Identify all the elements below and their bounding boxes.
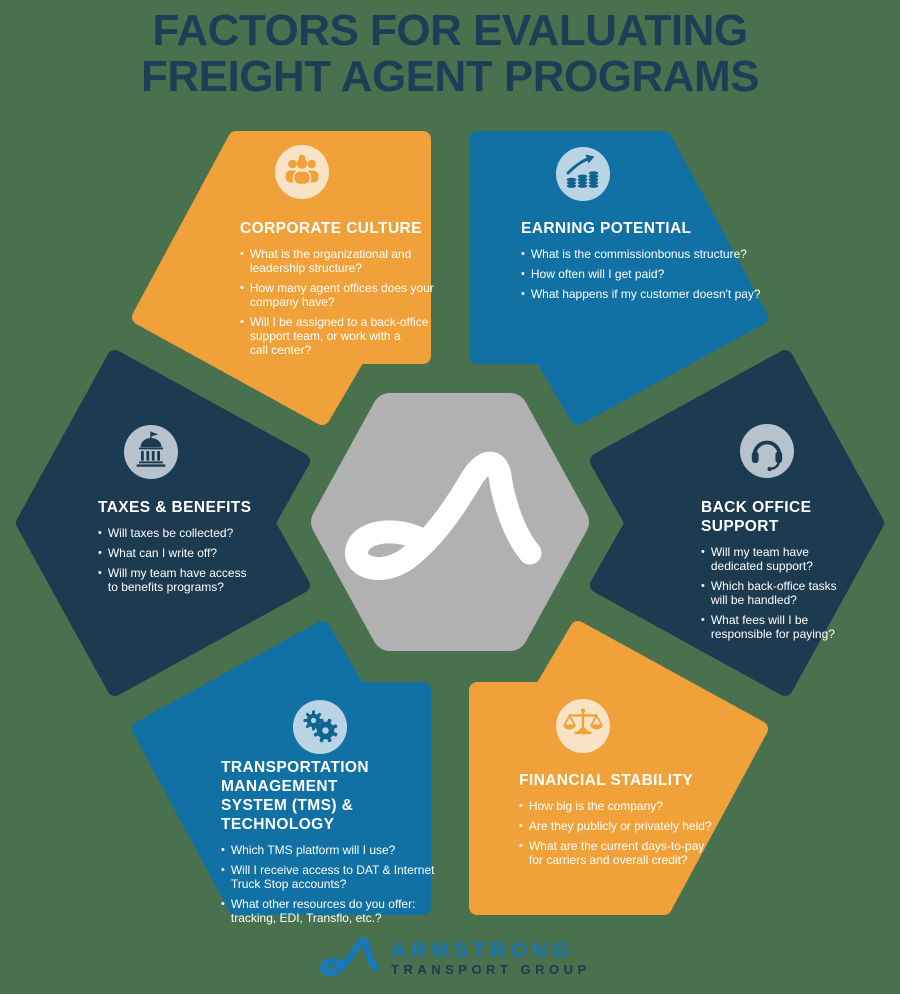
- section-title: TRANSPORTATION MANAGEMENT SYSTEM (TMS) &…: [221, 759, 369, 833]
- bullet-text: Which TMS platform will I use?: [230, 843, 396, 857]
- bullet-text: How many agent offices does your company…: [249, 281, 434, 309]
- bullet-item: • Which back-office tasks will be handled…: [701, 579, 891, 607]
- scales-icon: [556, 699, 610, 753]
- bullet-item: • Which TMS platform will I use?: [221, 843, 471, 857]
- bullet-dot: •: [521, 248, 525, 260]
- bullet-item: • What fees will I be responsible for pay…: [701, 613, 891, 641]
- sector-back-office-support: [590, 350, 884, 696]
- headset-icon: [740, 424, 794, 478]
- coins-growth-icon: [556, 147, 610, 201]
- sector-taxes-benefits: [16, 350, 310, 696]
- bullet-item: • What is the commissionbonus structure?: [521, 247, 791, 261]
- bullet-text: Will I receive access to DAT & Internet …: [230, 863, 435, 891]
- bullet-item: • Will taxes be collected?: [98, 526, 303, 540]
- bullet-dot: •: [221, 898, 225, 910]
- sector-tms-technology: [132, 621, 431, 915]
- bullet-dot: •: [98, 527, 102, 539]
- bullet-dot: •: [701, 580, 705, 592]
- bullet-dot: •: [98, 547, 102, 559]
- section-corporate-culture: CORPORATE CULTURE • What is the organizat…: [240, 219, 460, 363]
- page-title: FACTORS FOR EVALUATING FREIGHT AGENT PRO…: [0, 8, 900, 100]
- section-taxes-benefits: TAXES & BENEFITS • Will taxes be collecte…: [98, 498, 303, 600]
- bullet-dot: •: [98, 567, 102, 579]
- bullet-list: •What is the commissionbonus structure? …: [521, 247, 791, 301]
- bullet-dot: •: [519, 800, 523, 812]
- section-earning-potential: EARNING POTENTIAL • What is the commissio…: [521, 219, 791, 307]
- page-title-line1: FACTORS FOR EVALUATING: [152, 6, 748, 55]
- bullet-item: • What other resources do you offer: trac…: [221, 897, 471, 925]
- sector-financial-stability: [469, 621, 768, 915]
- section-financial-stability: FINANCIAL STABILITY • How big is the comp…: [519, 771, 759, 873]
- section-title: TAXES & BENEFITS: [98, 499, 252, 516]
- bullet-text: How often will I get paid?: [530, 267, 665, 281]
- gears-icon: [293, 700, 347, 754]
- bullet-list: • Which TMS platform will I use? • Will I …: [221, 843, 471, 925]
- bullet-dot: •: [519, 840, 523, 852]
- section-title: FINANCIAL STABILITY: [519, 772, 694, 789]
- footer-brand-name: ARMSTRONG: [391, 939, 574, 962]
- bullet-item: • What are the current days-to-pay for ca…: [519, 839, 759, 867]
- bullet-list: • What is the organizational and leadersh…: [240, 247, 460, 357]
- footer-armstrong-a-logo: [320, 937, 379, 976]
- bullet-text: What is the organizational and leadershi…: [249, 247, 412, 275]
- page-title-line2: FREIGHT AGENT PROGRAMS: [140, 52, 760, 101]
- bullet-item: • Will I receive access to DAT & Internet…: [221, 863, 471, 891]
- bank-building-icon: [124, 425, 178, 479]
- section-title: BACK OFFICE SUPPORT: [701, 499, 812, 535]
- bullet-text: How big is the company?: [528, 799, 663, 813]
- section-back-office-support: BACK OFFICE SUPPORT • Will my team have d…: [701, 498, 891, 647]
- bullet-dot: •: [521, 288, 525, 300]
- section-tms-technology: TRANSPORTATION MANAGEMENT SYSTEM (TMS) &…: [221, 758, 471, 931]
- bullet-list: • Will taxes be collected? • What can I wr…: [98, 526, 303, 594]
- bullet-list: • How big is the company? • Are they publi…: [519, 799, 759, 867]
- bullet-dot: •: [240, 282, 244, 294]
- section-title: CORPORATE CULTURE: [240, 220, 422, 237]
- bullet-dot: •: [221, 844, 225, 856]
- bullet-text: Will my team have access to benefits pro…: [107, 566, 247, 594]
- bullet-item: • Will my team have access to benefits pr…: [98, 566, 303, 594]
- bullet-item: • How often will I get paid?: [521, 267, 791, 281]
- bullet-text: Will my team have dedicated support?: [710, 545, 813, 573]
- bullet-text: What happens if my customer doesn't pay?: [530, 287, 761, 301]
- bullet-item: • How many agent offices does your compan…: [240, 281, 460, 309]
- sector-corporate-culture: [132, 131, 431, 425]
- bullet-text: Which back-office tasks will be handled?: [710, 579, 837, 607]
- sector-earning-potential: [469, 131, 768, 425]
- bullet-text: Are they publicly or privately held?: [528, 819, 712, 833]
- bullet-item: • Are they publicly or privately held?: [519, 819, 759, 833]
- bullet-dot: •: [701, 546, 705, 558]
- bullet-text: Will I be assigned to a back-office supp…: [249, 315, 429, 357]
- bullet-item: • How big is the company?: [519, 799, 759, 813]
- bullet-item: • Will I be assigned to a back-office sup…: [240, 315, 460, 357]
- bullet-item: • What can I write off?: [98, 546, 303, 560]
- bullet-text: What fees will I be responsible for payi…: [710, 613, 835, 641]
- armstrong-a-logo: [345, 451, 542, 580]
- bullet-item: • Will my team have dedicated support?: [701, 545, 891, 573]
- bullet-dot: •: [240, 248, 244, 260]
- bullet-dot: •: [521, 268, 525, 280]
- people-group-icon: [275, 145, 329, 199]
- bullet-item: • What is the organizational and leadersh…: [240, 247, 460, 275]
- bullet-dot: •: [240, 316, 244, 328]
- bullet-dot: •: [519, 820, 523, 832]
- bullet-dot: •: [701, 614, 705, 626]
- footer-brand-subtitle: TRANSPORT GROUP: [391, 962, 591, 977]
- bullet-text: What are the current days-to-pay for car…: [528, 839, 705, 867]
- section-title: EARNING POTENTIAL: [521, 220, 692, 237]
- bullet-list: • Will my team have dedicated support? • W…: [701, 545, 891, 641]
- bullet-text: What can I write off?: [107, 546, 218, 560]
- bullet-dot: •: [221, 864, 225, 876]
- bullet-text: What is the commissionbonus structure?: [530, 247, 747, 261]
- bullet-text: Will taxes be collected?: [107, 526, 234, 540]
- bullet-text: What other resources do you offer: track…: [230, 897, 416, 925]
- bullet-item: • What happens if my customer doesn't pay…: [521, 287, 791, 301]
